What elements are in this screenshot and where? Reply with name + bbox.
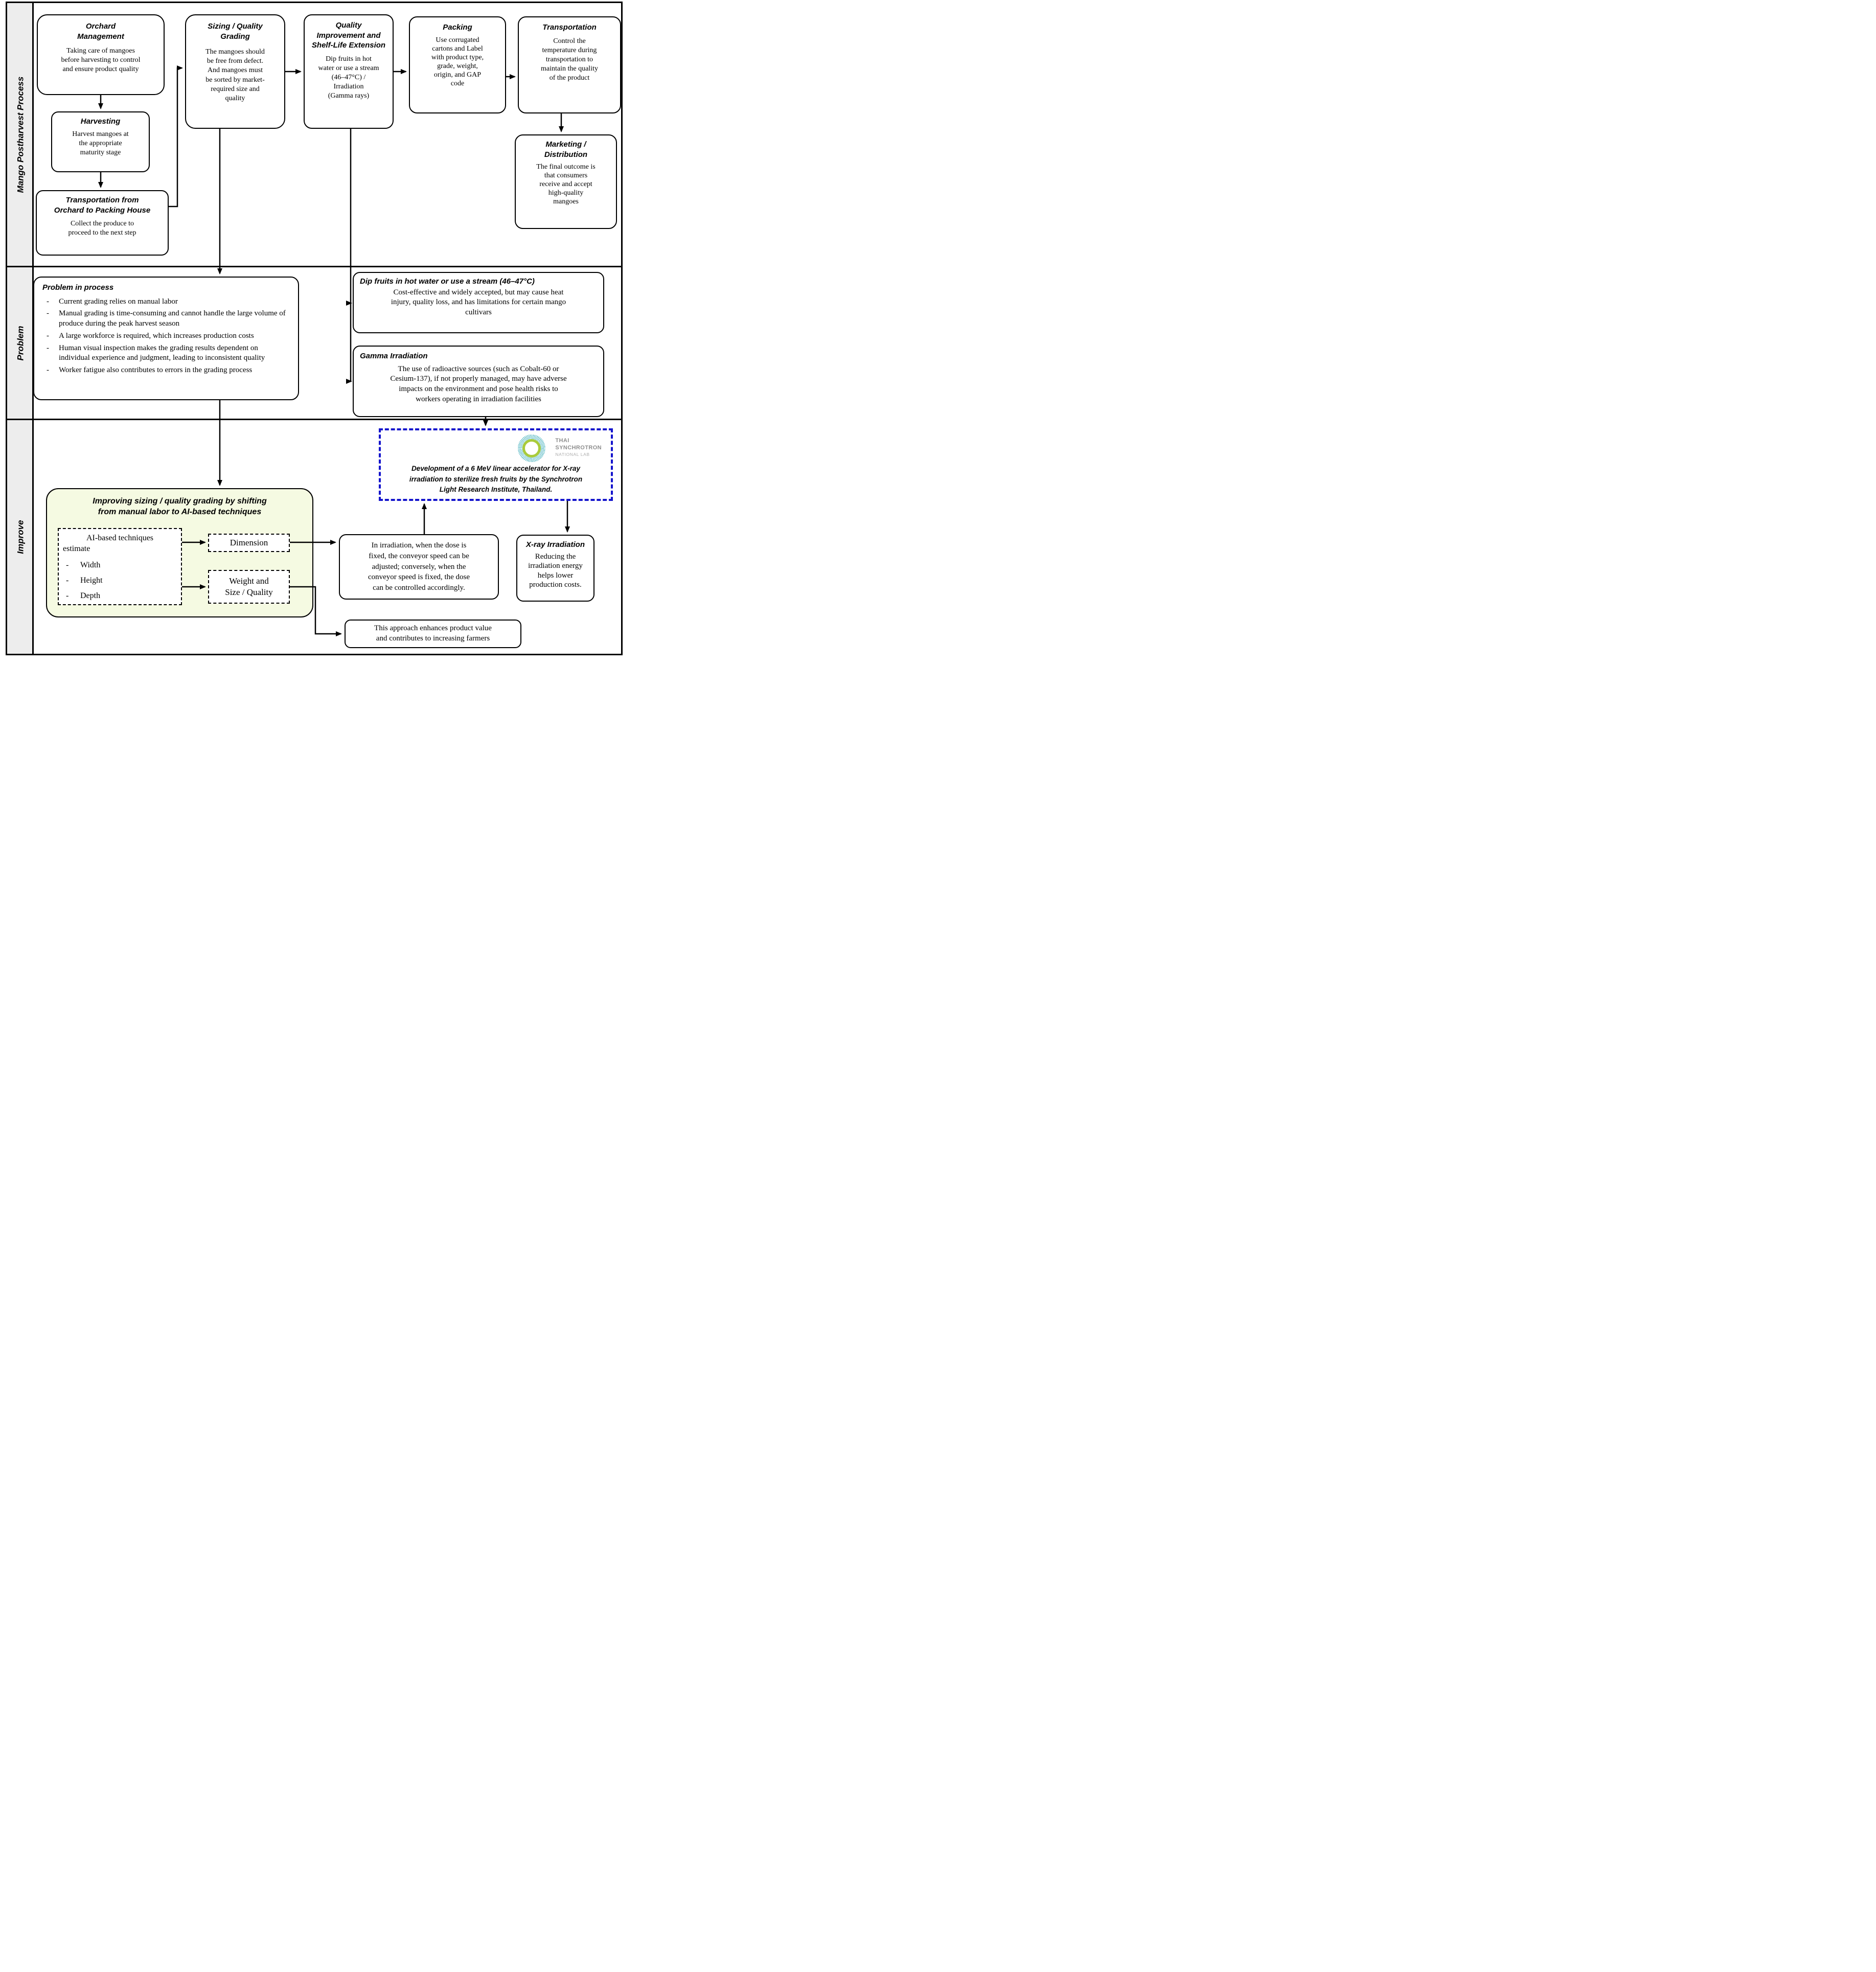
box-body: Control the temperature during transport… xyxy=(541,37,598,82)
box-title: Marketing / Distribution xyxy=(544,140,588,159)
ai-line1: AI-based techniques xyxy=(86,534,154,542)
problem-bullet: Worker fatigue also contributes to error… xyxy=(47,365,291,376)
box-weight-size-quality: Weight and Size / Quality xyxy=(208,570,290,604)
problem-bullet: Current grading relies on manual labor xyxy=(47,297,291,307)
box-conveyor-dose: In irradiation, when the dose is fixed, … xyxy=(339,534,499,600)
box-title: Orchard Management xyxy=(77,22,124,41)
box-gamma-irradiation: Gamma Irradiation The use of radioactive… xyxy=(353,346,604,417)
box-body: Use corrugated cartons and Label with pr… xyxy=(431,36,484,87)
section-divider-problem-improve xyxy=(6,419,623,420)
box-title: Improving sizing / quality grading by sh… xyxy=(93,497,267,516)
ai-item: Depth xyxy=(66,591,177,601)
box-body: The mangoes should be free from defect. … xyxy=(205,48,265,102)
box-packing: Packing Use corrugated cartons and Label… xyxy=(409,16,506,113)
section-sidebar xyxy=(7,3,34,654)
section-divider-process-problem xyxy=(6,266,623,267)
box-body: The final outcome is that consumers rece… xyxy=(536,163,596,206)
box-body: This approach enhances product value and… xyxy=(374,624,492,643)
box-body: Cost-effective and widely accepted, but … xyxy=(391,288,566,317)
box-title: Quality Improvement and Shelf-Life Exten… xyxy=(311,21,386,50)
box-body: Reducing the irradiation energy helps lo… xyxy=(528,552,583,589)
problem-bullet: A large workforce is required, which inc… xyxy=(47,331,291,341)
ai-item: Width xyxy=(66,560,177,570)
box-body: Taking care of mangoes before harvesting… xyxy=(61,47,141,74)
box-problem-in-process: Problem in process Current grading relie… xyxy=(33,277,299,400)
box-hot-water-dip: Dip fruits in hot water or use a stream … xyxy=(353,272,604,333)
sidebar-label-process: Mango Postharvest Process xyxy=(15,76,26,193)
box-body: The use of radioactive sources (such as … xyxy=(390,364,567,403)
ai-line2: estimate xyxy=(63,544,90,553)
thai-synchrotron-logo-text: THAI SYNCHROTRON NATIONAL LAB xyxy=(555,438,602,457)
box-body: Development of a 6 MeV linear accelerato… xyxy=(409,465,583,493)
box-quality-improvement: Quality Improvement and Shelf-Life Exten… xyxy=(304,14,394,129)
sidebar-label-improve: Improve xyxy=(15,520,26,554)
box-title: Gamma Irradiation xyxy=(360,352,428,360)
box-body: Dip fruits in hot water or use a stream … xyxy=(318,55,379,100)
box-sizing-quality-grading: Sizing / Quality Grading The mangoes sho… xyxy=(185,14,285,129)
box-title: X-ray Irradiation xyxy=(525,540,585,549)
thai-synchrotron-logo-icon xyxy=(518,434,545,462)
box-transportation-orchard-packing: Transportation from Orchard to Packing H… xyxy=(36,190,169,256)
box-marketing-distribution: Marketing / Distribution The final outco… xyxy=(515,134,617,229)
box-thai-synchrotron: THAI SYNCHROTRON NATIONAL LAB Developmen… xyxy=(379,428,613,501)
box-title: Packing xyxy=(443,23,472,32)
sidebar-label-problem: Problem xyxy=(15,325,26,361)
box-ai-techniques-estimate: AI-based techniques estimate Width Heigh… xyxy=(58,528,182,605)
box-product-value: This approach enhances product value and… xyxy=(345,620,521,648)
box-title: Dip fruits in hot water or use a stream … xyxy=(360,277,535,286)
box-body: Collect the produce to proceed to the ne… xyxy=(68,220,136,237)
box-xray-irradiation: X-ray Irradiation Reducing the irradiati… xyxy=(516,535,594,602)
box-title: Harvesting xyxy=(80,117,121,126)
problem-bullet: Manual grading is time-consuming and can… xyxy=(47,309,291,329)
box-dimension: Dimension xyxy=(208,534,290,552)
box-orchard-management: Orchard Management Taking care of mangoe… xyxy=(37,14,165,95)
box-harvesting: Harvesting Harvest mangoes at the approp… xyxy=(51,111,150,172)
ai-item: Height xyxy=(66,576,177,585)
box-title: Transportation from Orchard to Packing H… xyxy=(54,196,151,215)
box-title: Sizing / Quality Grading xyxy=(208,22,263,41)
figure-border xyxy=(6,2,623,655)
box-title: Problem in process xyxy=(42,283,114,292)
box-title: Transportation xyxy=(542,23,597,32)
problem-bullet: Human visual inspection makes the gradin… xyxy=(47,343,291,364)
box-body: In irradiation, when the dose is fixed, … xyxy=(368,541,470,592)
box-body: Harvest mangoes at the appropriate matur… xyxy=(72,130,129,156)
box-transportation: Transportation Control the temperature d… xyxy=(518,16,621,113)
flowchart-canvas: Mango Postharvest Process Problem Improv… xyxy=(0,0,625,657)
